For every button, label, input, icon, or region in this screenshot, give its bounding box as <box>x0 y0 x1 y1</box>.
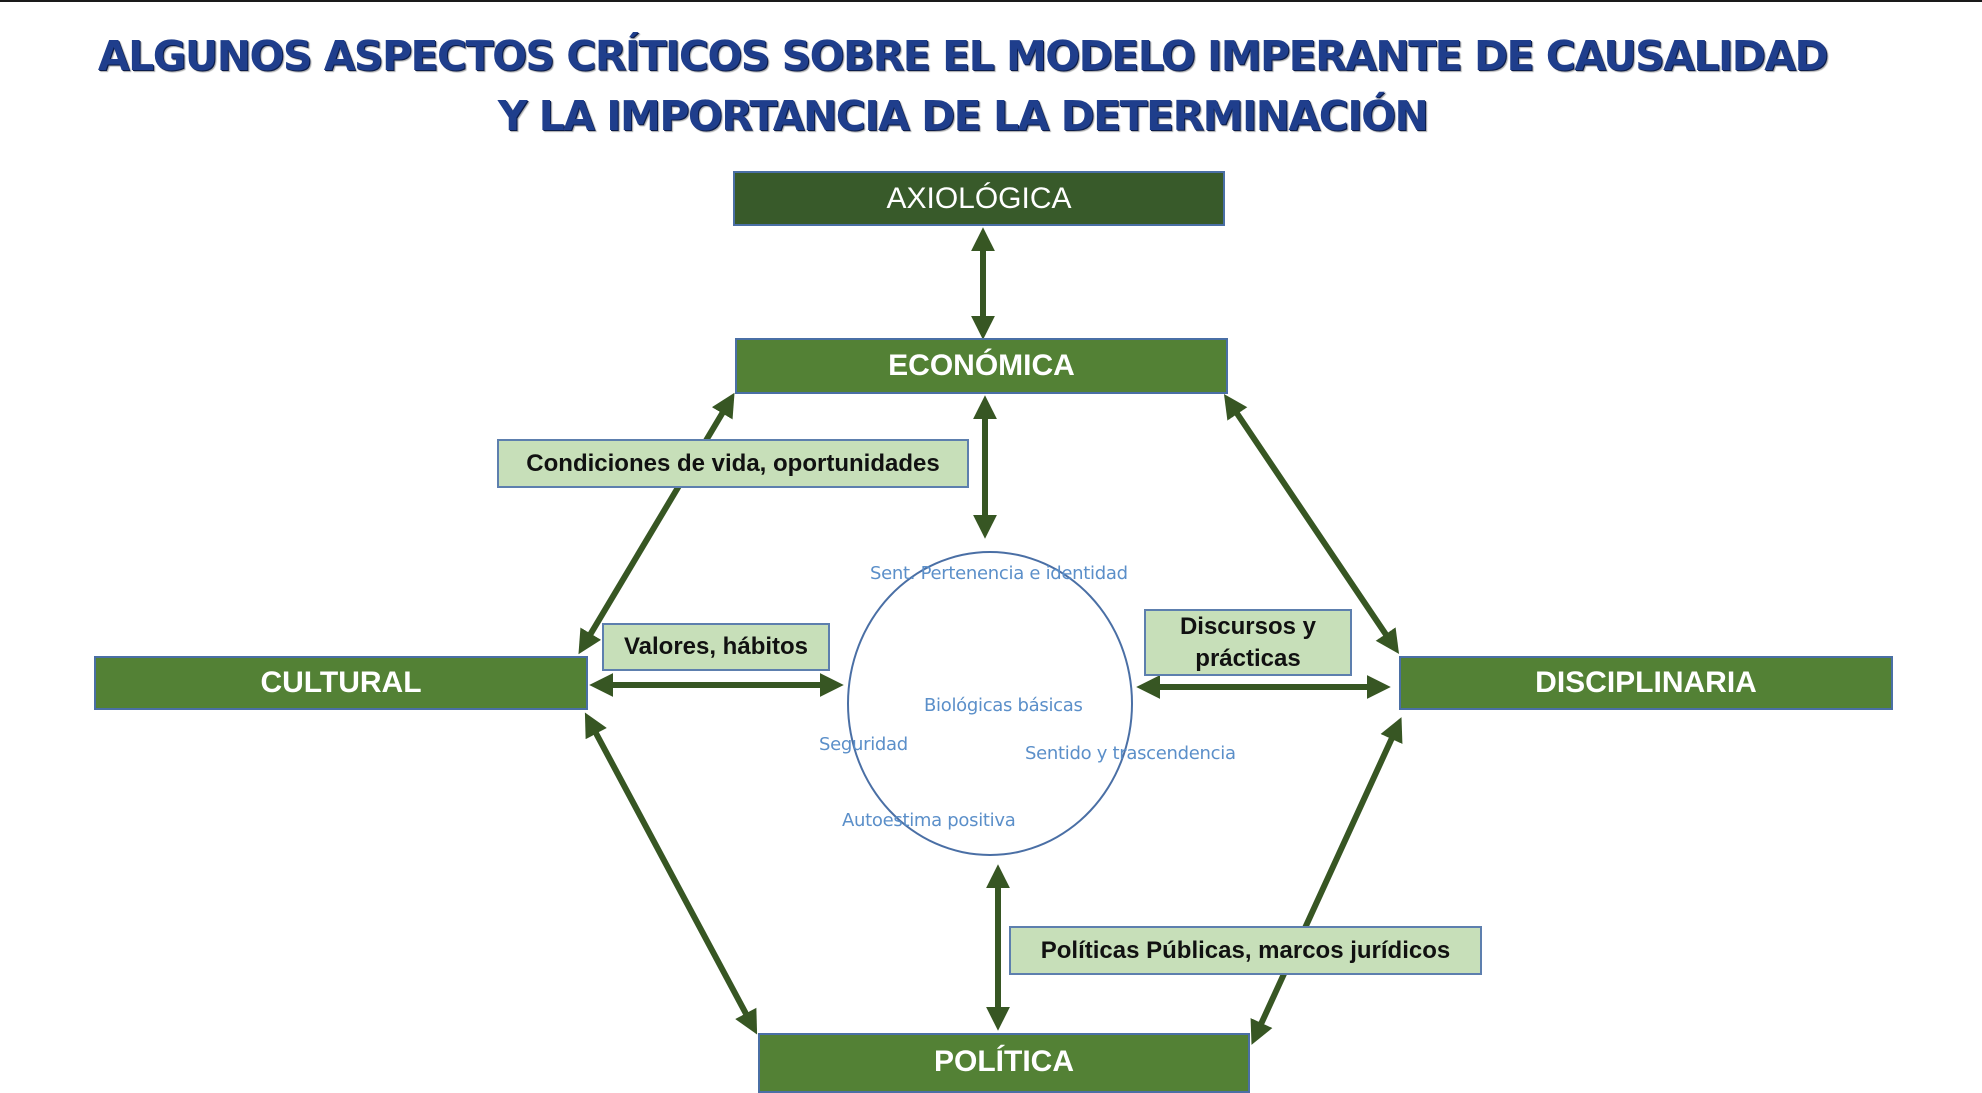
label-discursos: Discursos y prácticas <box>1144 609 1352 676</box>
label-condiciones: Condiciones de vida, oportunidades <box>497 439 969 488</box>
need-seguridad: Seguridad <box>819 734 908 755</box>
title-line-1: ALGUNOS ASPECTOS CRÍTICOS SOBRE EL MODEL… <box>97 32 1829 80</box>
node-axiologica: AXIOLÓGICA <box>733 171 1225 226</box>
top-border-line <box>0 0 1982 2</box>
label-politicas: Políticas Públicas, marcos jurídicos <box>1009 926 1482 975</box>
need-pertenencia: Sent. Pertenencia e identidad <box>870 563 1128 584</box>
need-biologicas: Biológicas básicas <box>924 695 1083 716</box>
node-disciplinaria: DISCIPLINARIA <box>1399 656 1893 710</box>
arrow-economica-disciplinaria <box>1223 394 1400 654</box>
node-politica: POLÍTICA <box>758 1033 1250 1093</box>
need-autoestima: Autoestima positiva <box>842 810 1016 831</box>
label-valores: Valores, hábitos <box>602 623 830 671</box>
node-cultural: CULTURAL <box>94 656 588 710</box>
title-line-2: Y LA IMPORTANCIA DE LA DETERMINACIÓN <box>497 92 1429 140</box>
node-economica: ECONÓMICA <box>735 338 1228 394</box>
arrow-cultural-politica <box>584 712 758 1035</box>
needs-circle <box>847 551 1133 856</box>
arrow-disciplinaria-politica <box>1250 717 1403 1045</box>
connector-arrows <box>578 227 1403 1045</box>
need-sentido: Sentido y trascendencia <box>1025 743 1236 764</box>
